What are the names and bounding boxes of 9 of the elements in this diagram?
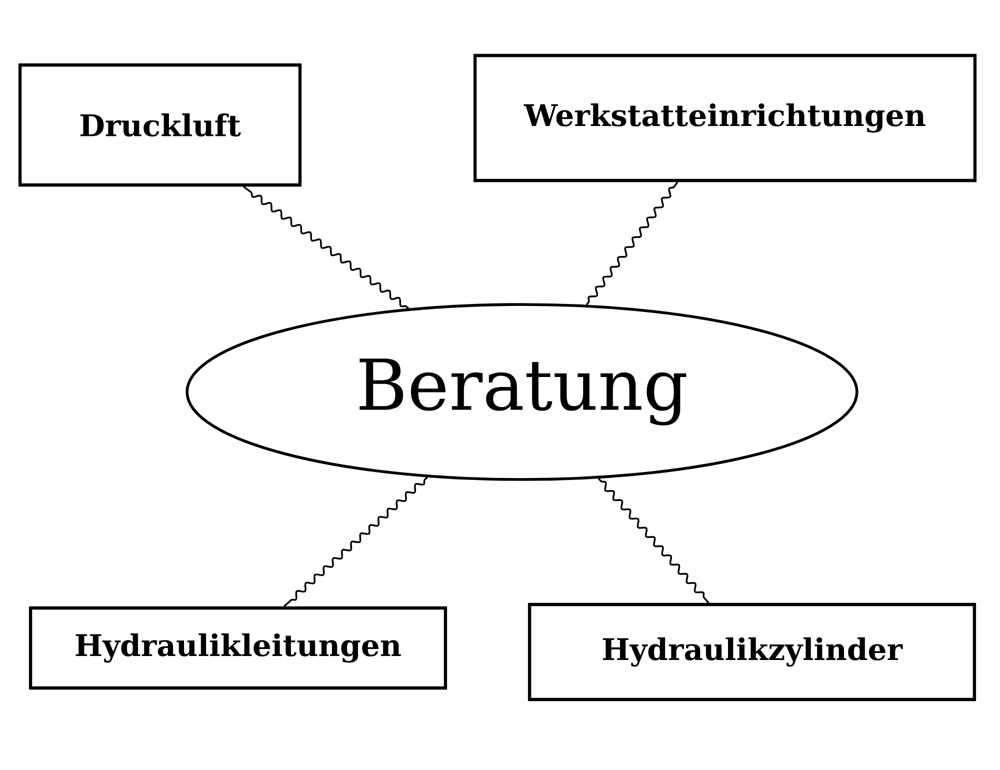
wavy-connector (586, 182, 678, 306)
label-box: Werkstatteinrichtungen (473, 54, 977, 182)
label-box: Hydraulikzylinder (528, 602, 976, 702)
wavy-connector (598, 478, 710, 604)
label-box: Druckluft (18, 63, 302, 187)
label-box: Hydraulikleitungen (28, 606, 448, 690)
wavy-connector (283, 476, 428, 608)
ellipse-node: Beratung (186, 303, 858, 481)
wavy-connector (242, 186, 410, 310)
